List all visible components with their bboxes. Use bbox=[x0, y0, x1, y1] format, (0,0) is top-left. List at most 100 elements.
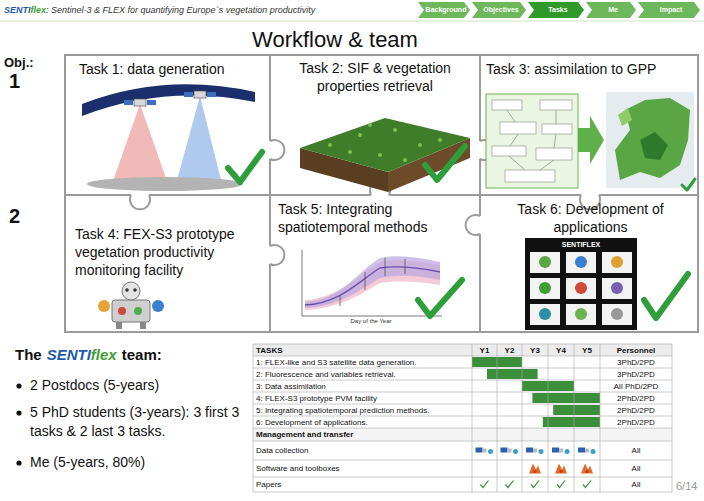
table-cell: 3PhD/2PD bbox=[600, 358, 672, 367]
task-label: Task 1: data generation bbox=[79, 55, 264, 78]
axis-label: Day of the Year bbox=[300, 318, 442, 324]
cell-wrap: Personnel bbox=[600, 344, 672, 356]
satellite-illustration bbox=[82, 84, 255, 191]
table-cell: Y2 bbox=[497, 346, 522, 355]
cell-wrap: Data collection bbox=[253, 441, 472, 460]
logo-text: flex bbox=[31, 5, 47, 15]
satellite-icon bbox=[501, 448, 519, 455]
objective-heading: Obj.: bbox=[4, 55, 34, 70]
gantt-bar bbox=[532, 393, 600, 403]
table-cell: All bbox=[600, 446, 672, 455]
cell-wrap: Y1 bbox=[472, 344, 497, 356]
team-heading: The bbox=[15, 346, 42, 363]
table-rule bbox=[253, 344, 672, 345]
puzzle-piece: Task 5: Integrating spatiotemporal metho… bbox=[270, 195, 480, 332]
label-wrap: Me (5-years, 80%) bbox=[30, 453, 248, 472]
cell-wrap: All bbox=[600, 441, 672, 460]
cell-wrap: 2PhD/2PD bbox=[600, 404, 672, 416]
cell-wrap: Y2 bbox=[497, 344, 522, 356]
bullet-dots bbox=[16, 383, 21, 465]
table-cell: Software and toolboxes bbox=[253, 464, 472, 473]
table-cell: All PhD/2PD bbox=[600, 382, 672, 391]
bullet-text: Me (5-years, 80%) bbox=[30, 453, 248, 472]
table-rule bbox=[522, 344, 523, 492]
table-rule bbox=[253, 477, 672, 478]
cell-wrap: 2: Fluorescence and variables retrieval. bbox=[253, 368, 472, 380]
table-cell: Data collection bbox=[253, 446, 472, 455]
nav-tab: Me bbox=[586, 2, 636, 18]
logo-text: flex bbox=[91, 346, 117, 363]
table-cell: 1: FLEX-like and S3 satellite data gener… bbox=[253, 358, 472, 367]
gantt-bar bbox=[553, 405, 600, 415]
gantt-bar bbox=[543, 417, 600, 427]
nav-tab: Tasks bbox=[528, 2, 584, 18]
tab-label: Tasks bbox=[528, 2, 584, 18]
nav-tab: Objectives bbox=[472, 2, 526, 18]
task-label: Task 2: SIF & vegetation properties retr… bbox=[280, 55, 470, 95]
table-cell: 2PhD/2PD bbox=[600, 394, 672, 403]
satellite-icon bbox=[526, 448, 544, 455]
table-rule bbox=[600, 344, 601, 492]
gantt-table bbox=[253, 344, 672, 492]
logo-text: SENTI bbox=[47, 346, 91, 363]
software-icon bbox=[529, 464, 541, 474]
label-wrap: 5 PhD students (3-years): 3 first 3 task… bbox=[30, 403, 248, 441]
cell-wrap: All bbox=[600, 477, 672, 492]
puzzle-piece: Task 1: data generation bbox=[65, 55, 270, 195]
table-rule bbox=[472, 344, 473, 492]
label-wrap: 2 Postdocs (5-years) bbox=[30, 376, 248, 395]
table-cell: 2: Fluorescence and variables retrieval. bbox=[253, 370, 472, 379]
cell-wrap: 4: FLEX-S3 prototype PVM facility bbox=[253, 392, 472, 404]
puzzle-piece: Task 3: assimilation to GPP bbox=[480, 55, 698, 195]
table-rule bbox=[253, 344, 254, 492]
table-cell: 4: FLEX-S3 prototype PVM facility bbox=[253, 394, 472, 403]
table-cell: Management and transfer bbox=[253, 430, 472, 439]
label-wrap: 6/14 bbox=[676, 480, 697, 492]
objective-number: 1 bbox=[9, 70, 20, 93]
header-rule bbox=[0, 21, 704, 22]
table-rule bbox=[574, 344, 575, 492]
europe-gpp-map bbox=[606, 92, 694, 188]
table-cell: All bbox=[600, 464, 672, 473]
label-wrap: Day of the Year bbox=[300, 318, 442, 324]
cell-wrap: 3: Data assimilation bbox=[253, 380, 472, 392]
table-cell: 2PhD/2PD bbox=[600, 418, 672, 427]
table-rule bbox=[253, 392, 672, 393]
tab-label: Impact bbox=[638, 2, 700, 18]
paper-tick bbox=[557, 481, 565, 488]
paper-tick bbox=[583, 481, 591, 488]
label-wrap: Obj.: bbox=[4, 55, 34, 70]
cell-wrap: Y3 bbox=[522, 344, 548, 356]
table-cell: Y5 bbox=[574, 346, 600, 355]
table-cell: All bbox=[600, 480, 672, 489]
table-cell: 2PhD/2PD bbox=[600, 406, 672, 415]
cell-wrap: Management and transfer bbox=[253, 428, 472, 441]
puzzle-piece: Task 6: Development of applications bbox=[480, 195, 698, 332]
paper-tick bbox=[481, 481, 489, 488]
cell-wrap: TASKS bbox=[253, 344, 472, 356]
label-wrap: SENTIFLEX bbox=[525, 241, 637, 248]
table-rule bbox=[253, 380, 672, 381]
tab-label: Background bbox=[418, 2, 470, 18]
label-wrap: 1 bbox=[9, 70, 20, 93]
software-icon bbox=[581, 464, 593, 474]
cell-wrap: 3PhD/2PD bbox=[600, 368, 672, 380]
cell-wrap: 2PhD/2PD bbox=[600, 392, 672, 404]
task-label: Task 5: Integrating spatiotemporal metho… bbox=[278, 195, 463, 236]
table-rule bbox=[253, 356, 672, 357]
table-section-band bbox=[253, 428, 672, 441]
satellite-icon bbox=[552, 448, 570, 455]
team-heading: team: bbox=[122, 346, 162, 363]
table-cell: Personnel bbox=[600, 346, 672, 355]
puzzle-outline bbox=[65, 55, 698, 332]
title-wrap: Workflow & team bbox=[200, 27, 470, 53]
team-heading-line: The SENTIflex team: bbox=[15, 346, 162, 363]
table-cell: Y3 bbox=[522, 346, 548, 355]
table-cell: Papers bbox=[253, 480, 472, 489]
table-cell: 5: Integrating spatiotemporal prediction… bbox=[253, 406, 472, 415]
puzzle-piece: Task 2: SIF & vegetation properties retr… bbox=[270, 55, 480, 195]
cell-wrap: 6: Development of applications. bbox=[253, 416, 472, 428]
paper-tick bbox=[531, 481, 539, 488]
cell-wrap: All PhD/2PD bbox=[600, 380, 672, 392]
table-cell: 3PhD/2PD bbox=[600, 370, 672, 379]
